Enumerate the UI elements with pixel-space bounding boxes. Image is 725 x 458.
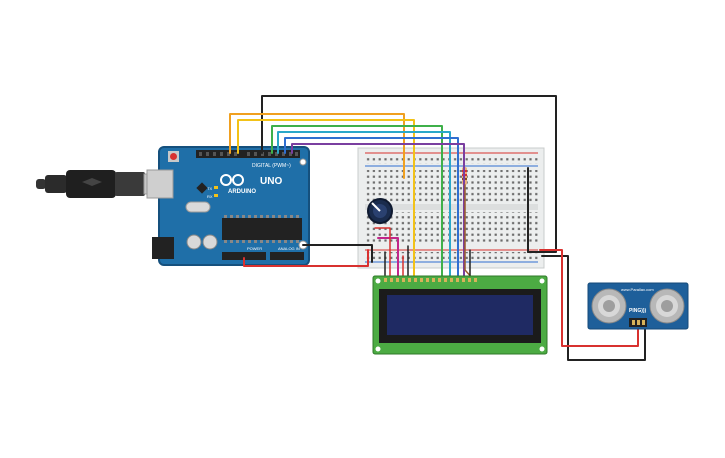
arduino-uno-board[interactable]: DIGITAL (PWM~) ARDUINO UNO TX RX xyxy=(146,146,310,266)
rx-label: RX xyxy=(207,194,213,199)
lcd-screen xyxy=(387,295,533,335)
ultrasonic-sensor[interactable]: www.Parallax.com PING))) xyxy=(587,282,689,330)
sensor-name: PING))) xyxy=(629,308,647,314)
power-header xyxy=(222,252,266,260)
wire-5v[interactable] xyxy=(243,249,369,267)
wire-blue[interactable] xyxy=(284,137,459,281)
arduino-logo: ARDUINO xyxy=(220,174,256,195)
lcd-display[interactable] xyxy=(372,275,548,355)
wire-purple[interactable] xyxy=(291,143,465,281)
wires xyxy=(229,95,646,361)
wire-sensor-5v[interactable] xyxy=(539,249,639,347)
digital-label: DIGITAL (PWM~) xyxy=(252,163,291,169)
potentiometer[interactable] xyxy=(367,198,393,224)
sensor-brand: www.Parallax.com xyxy=(621,287,654,292)
tx-label: TX xyxy=(207,186,212,191)
atmega-chip xyxy=(222,218,302,240)
wire-yellow[interactable] xyxy=(237,119,415,281)
analog-label: ANALOG IN xyxy=(278,246,300,251)
wire-sensor-gnd[interactable] xyxy=(541,255,646,361)
power-label: POWER xyxy=(247,246,262,251)
reset-button[interactable] xyxy=(170,153,177,160)
analog-header xyxy=(270,252,304,260)
wire-gnd[interactable] xyxy=(302,244,373,263)
wire-pot[interactable] xyxy=(377,237,399,281)
model-label: UNO xyxy=(260,176,282,187)
usb-cable[interactable] xyxy=(36,170,165,198)
wire-orange[interactable] xyxy=(229,113,405,179)
wire-cyan[interactable] xyxy=(277,131,451,281)
wire-green[interactable] xyxy=(271,125,443,281)
brand-label: ARDUINO xyxy=(228,189,256,195)
breadboard[interactable] xyxy=(357,147,545,269)
